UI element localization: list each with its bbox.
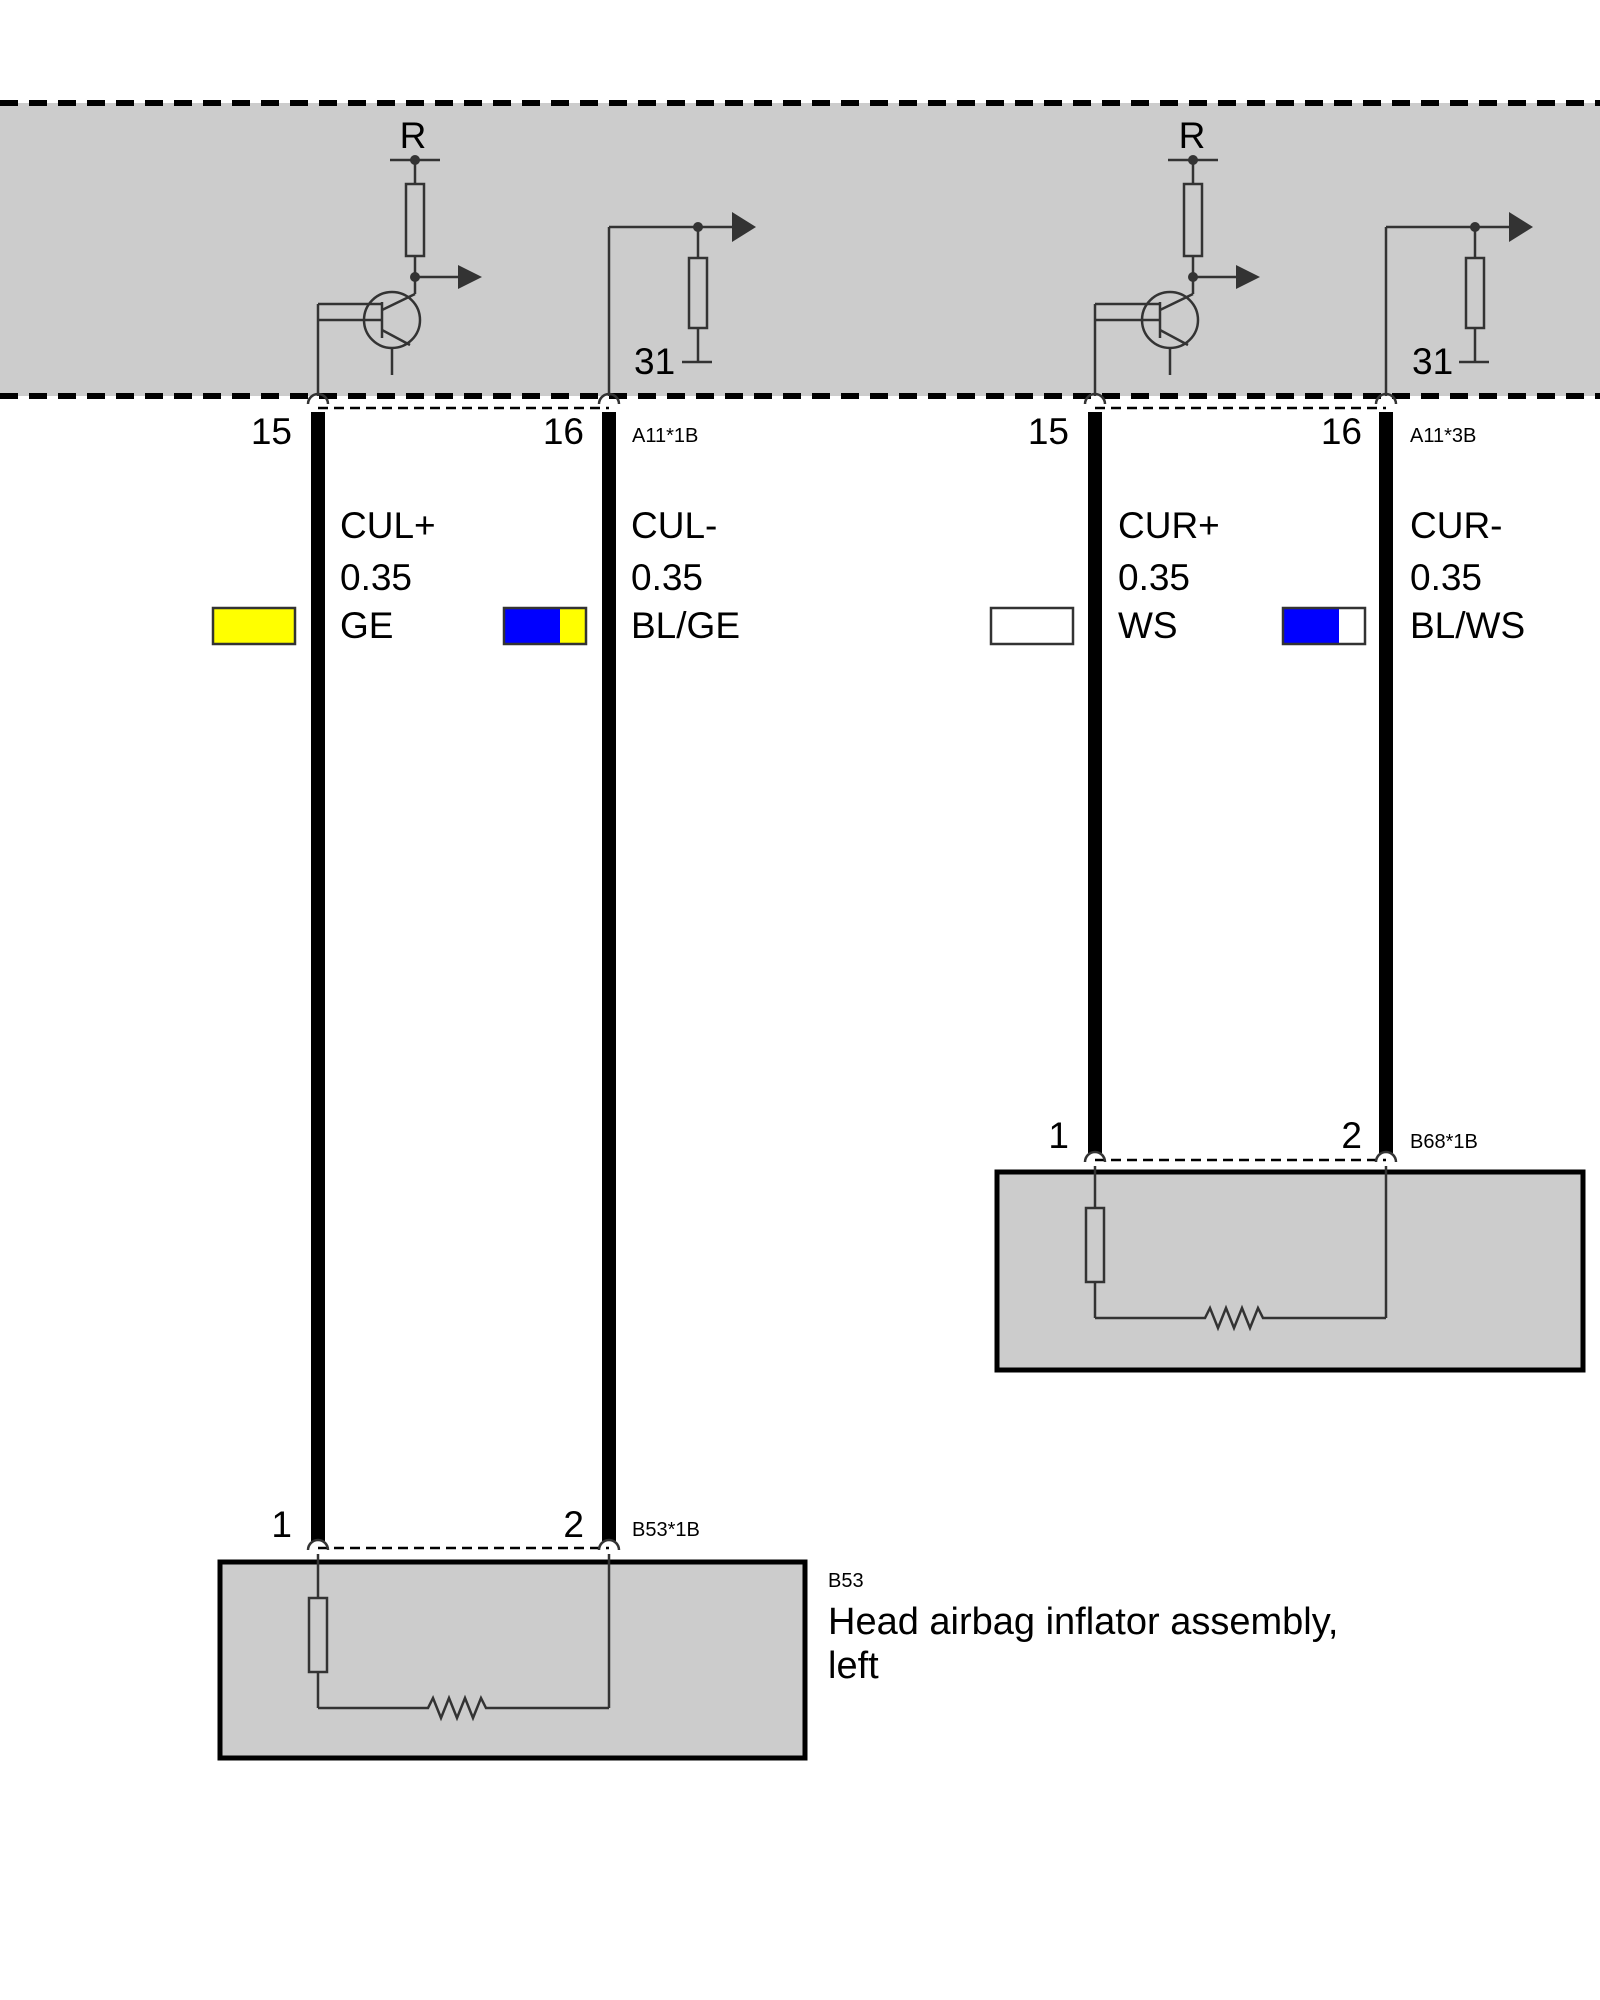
wire-color-swatch-stripe [1339, 608, 1365, 644]
connector-label: B68*1B [1410, 1131, 1478, 1153]
wire-label-cul-plus: CUL+ 0.35 GE [211, 505, 436, 646]
transistor-collector [381, 292, 416, 312]
output-arrow-icon [458, 265, 482, 289]
component-b53: 1 2 B53*1B B53 Head airbag inflator asse… [217, 1504, 1338, 1761]
pin-number: 16 [1321, 411, 1362, 452]
wire-gauge: 0.35 [340, 557, 412, 598]
wire-label-cur-plus: CUR+ 0.35 WS [989, 505, 1220, 646]
wire-color-code: GE [340, 605, 393, 646]
wire-color-code: BL/GE [631, 605, 740, 646]
transistor-collector [1159, 292, 1194, 312]
supply-label: R [400, 115, 427, 156]
igniter-icon [1095, 1304, 1386, 1332]
igniter-icon [318, 1694, 609, 1722]
wire-color-swatch [211, 606, 297, 646]
wire-signal: CUL- [631, 505, 717, 546]
right-output-stage: R 31 [1093, 115, 1533, 396]
connector-label: A11*1B [632, 425, 698, 447]
connector-a11-3b: 15 16 A11*3B [1028, 392, 1476, 452]
ground-label: 31 [1412, 341, 1453, 382]
wire-color-swatch [989, 606, 1075, 646]
wire-label-cur-minus: CUR- 0.35 BL/WS [1281, 505, 1525, 646]
pin-number: 15 [251, 411, 292, 452]
wire-signal: CUR+ [1118, 505, 1220, 546]
pin-socket-icon [1374, 1150, 1398, 1163]
ground-label: 31 [634, 341, 675, 382]
pin-socket-icon [597, 392, 621, 405]
pin-number: 16 [543, 411, 584, 452]
wire-color-swatch [502, 606, 588, 646]
wire-gauge: 0.35 [631, 557, 703, 598]
control-unit-body [0, 103, 1600, 396]
component-name: left [828, 1645, 879, 1687]
pin-number: 1 [1048, 1115, 1069, 1156]
connector-a11-1b: 15 16 A11*1B [251, 392, 698, 452]
control-unit: R 31 [0, 100, 1600, 399]
pin-socket-icon [306, 392, 330, 405]
pin-number: 15 [1028, 411, 1069, 452]
wire-color-swatch [1281, 606, 1367, 646]
wire-signal: CUL+ [340, 505, 436, 546]
wire-signal: CUR- [1410, 505, 1502, 546]
transistor-emitter [1159, 328, 1189, 347]
component-b68: 1 2 B68*1B [994, 1115, 1586, 1373]
wire-color-swatch-primary [504, 608, 560, 644]
sense-arrow-icon [1509, 212, 1533, 242]
wire-gauge: 0.35 [1410, 557, 1482, 598]
connector-label: B53*1B [632, 1519, 700, 1541]
pin-number: 2 [1341, 1115, 1362, 1156]
wire-label-cul-minus: CUL- 0.35 BL/GE [502, 505, 740, 646]
component-name: Head airbag inflator assembly, [828, 1601, 1338, 1643]
pin-socket-icon [306, 1538, 330, 1551]
pin-socket-icon [1083, 1150, 1107, 1163]
wire-color-code: WS [1118, 605, 1178, 646]
pin-socket-icon [597, 1538, 621, 1551]
left-output-stage: R 31 [316, 115, 756, 396]
supply-label: R [1179, 115, 1206, 156]
wire-color-code: BL/WS [1410, 605, 1525, 646]
pin-number: 2 [563, 1504, 584, 1545]
wire-color-swatch-stripe [560, 608, 586, 644]
pin-socket-icon [1083, 392, 1107, 405]
connector-label: A11*3B [1410, 425, 1476, 447]
wire-color-swatch-primary [1283, 608, 1339, 644]
pin-socket-icon [1374, 392, 1398, 405]
transistor-emitter [381, 328, 411, 347]
pin-number: 1 [271, 1504, 292, 1545]
output-arrow-icon [1236, 265, 1260, 289]
component-id: B53 [828, 1570, 864, 1592]
sense-arrow-icon [732, 212, 756, 242]
wire-gauge: 0.35 [1118, 557, 1190, 598]
